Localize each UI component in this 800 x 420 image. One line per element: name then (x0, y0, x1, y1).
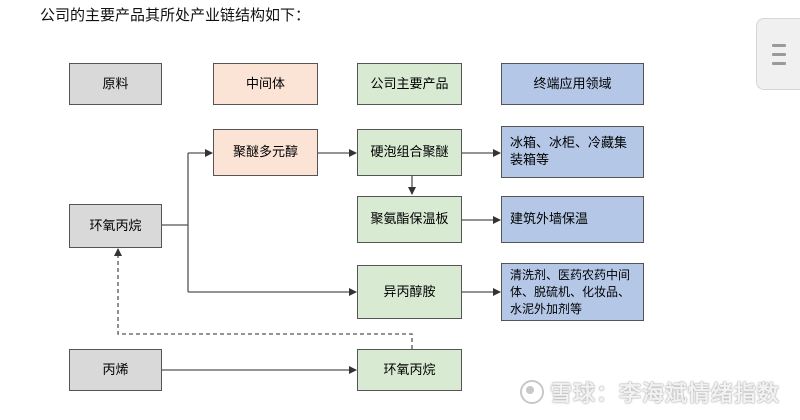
dashed-feedback-arrow (114, 248, 413, 349)
intro-text: 公司的主要产品其所处产业链结构如下： (40, 6, 311, 24)
header-raw-materials: 原料 (69, 63, 162, 105)
node-polyurethane-board: 聚氨酯保温板 (357, 196, 462, 243)
xueqiu-logo-icon (520, 380, 544, 404)
node-epoxypropane-product: 环氧丙烷 (357, 349, 462, 391)
header-main-products: 公司主要产品 (357, 63, 462, 105)
watermark-text: 雪球：李海斌情绪指数 (550, 382, 781, 407)
node-isopropanolamine: 异丙醇胺 (357, 265, 462, 319)
app-chemicals: 清洗剂、医药农药中间体、脱硫机、化妆品、水泥外加剂等 (501, 263, 644, 321)
node-rigid-foam-polyether: 硬泡组合聚醚 (357, 129, 462, 176)
node-propylene: 丙烯 (69, 349, 162, 391)
menu-lines-icon (771, 43, 786, 47)
node-epoxypropane-raw: 环氧丙烷 (69, 204, 162, 248)
side-menu-button[interactable] (756, 18, 800, 90)
node-polyether-polyol: 聚醚多元醇 (213, 129, 318, 176)
app-cold-chain: 冰箱、冰柜、冷藏集装箱等 (501, 126, 644, 178)
header-intermediates: 中间体 (213, 63, 318, 105)
header-applications: 终端应用领域 (501, 63, 644, 105)
watermark: 雪球：李海斌情绪指数 (520, 376, 780, 408)
app-building-insulation: 建筑外墙保温 (501, 196, 644, 243)
